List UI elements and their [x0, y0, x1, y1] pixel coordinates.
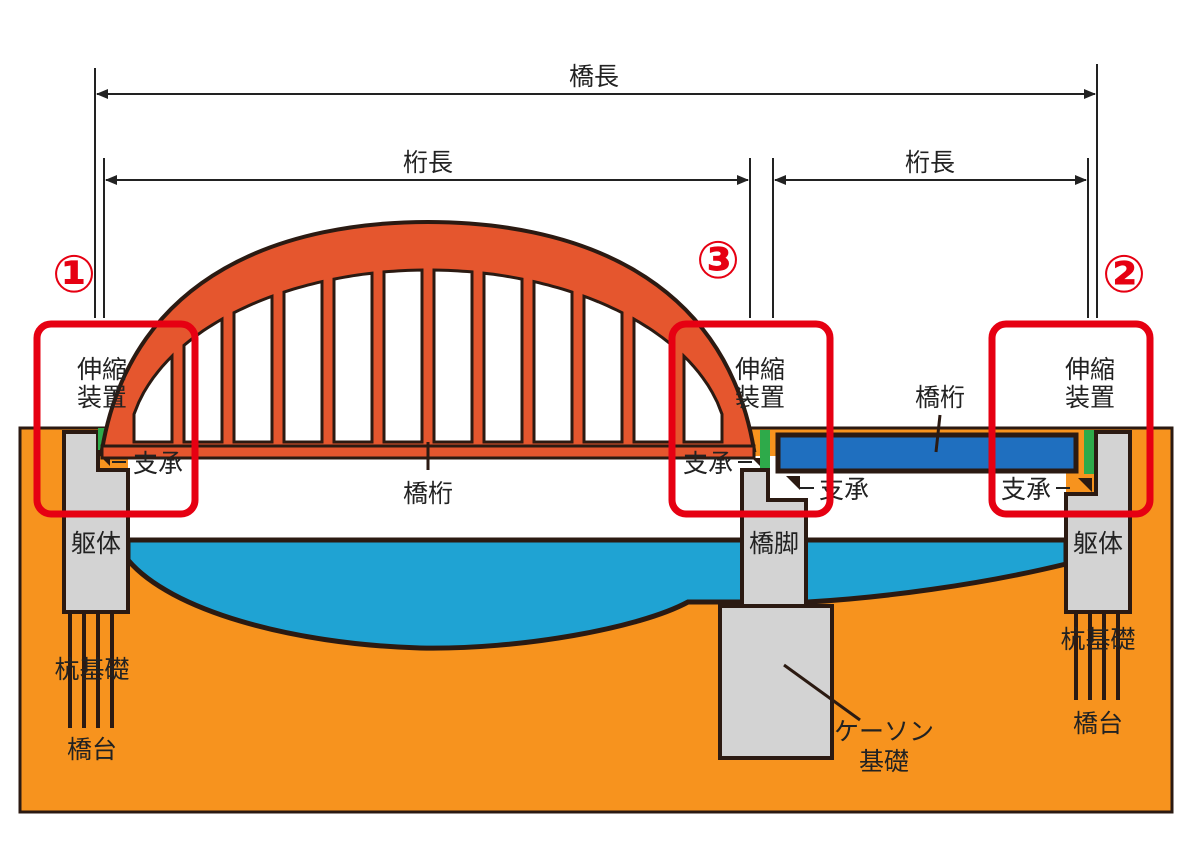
- highlight-box-center: [668, 320, 834, 518]
- marker-1: ①: [52, 245, 96, 305]
- pier-expansion-device: [760, 430, 770, 468]
- right-abutment: [1064, 430, 1132, 700]
- marker-2: ②: [1102, 245, 1146, 305]
- bearing-label-right: 支承: [1001, 475, 1051, 504]
- body-label-right: 躯体: [1073, 529, 1123, 558]
- left-piles: [68, 610, 114, 728]
- expansion-device-label-center-1: 伸縮: [735, 355, 785, 384]
- abutment-label-right: 橋台: [1073, 709, 1123, 738]
- expansion-device-label-center-2: 装置: [735, 383, 785, 412]
- bearing-label-left: 支承: [133, 449, 183, 478]
- dimension-lines: [94, 64, 1098, 318]
- expansion-device-label-right-2: 装置: [1065, 383, 1115, 412]
- caisson-label-2: 基礎: [859, 747, 909, 776]
- arch-opening: [582, 294, 624, 444]
- arch-opening: [382, 268, 424, 444]
- river-water: [125, 537, 1069, 651]
- arch-opening: [432, 268, 474, 444]
- highlight-box-left: [33, 320, 199, 518]
- pier: [718, 430, 861, 760]
- arch-girder-label: 橋桁: [403, 479, 453, 508]
- highlight-boxes: [33, 320, 1154, 518]
- expansion-device-label-right-1: 伸縮: [1065, 355, 1115, 384]
- right-girder: [775, 414, 1079, 474]
- right-bearing-mark: [1078, 478, 1092, 492]
- highlight-box-right: [988, 320, 1154, 518]
- right-girder-leader: [934, 414, 942, 453]
- arch-bridge: [99, 219, 757, 470]
- girder-length-label-right: 桁長: [905, 148, 955, 177]
- arch-opening: [232, 294, 274, 444]
- marker-3: ③: [696, 231, 740, 291]
- caisson-leader: [783, 663, 861, 722]
- right-piles: [1074, 612, 1120, 700]
- caisson-foundation: [718, 604, 834, 760]
- body-label-left: 躯体: [71, 529, 121, 558]
- arch-opening: [532, 279, 574, 444]
- abutment-label-left: 橋台: [67, 735, 117, 764]
- arch-opening: [482, 271, 524, 444]
- bearing-label-center-right: 支承: [819, 475, 869, 504]
- girder-length-label-left: 桁長: [403, 148, 453, 177]
- pile-foundation-label-right: 杭基礎: [1060, 625, 1135, 654]
- bearing-label-center-left: 支承: [683, 449, 733, 478]
- arch-opening: [282, 279, 324, 444]
- pier-bearing-mark-right: [786, 476, 800, 490]
- expansion-device-label-left-1: 伸縮: [77, 355, 127, 384]
- arch-opening: [682, 352, 724, 444]
- arch-opening: [132, 352, 174, 444]
- arch-opening: [332, 271, 374, 444]
- caisson-label-1: ケーソン: [834, 717, 934, 746]
- pile-foundation-label-left: 杭基礎: [54, 655, 129, 684]
- right-girder-label: 橋桁: [915, 383, 965, 412]
- bridge-length-label: 橋長: [569, 62, 619, 91]
- pier-label: 橋脚: [749, 529, 799, 558]
- right-expansion-device: [1084, 430, 1094, 474]
- expansion-device-label-left-2: 装置: [77, 383, 127, 412]
